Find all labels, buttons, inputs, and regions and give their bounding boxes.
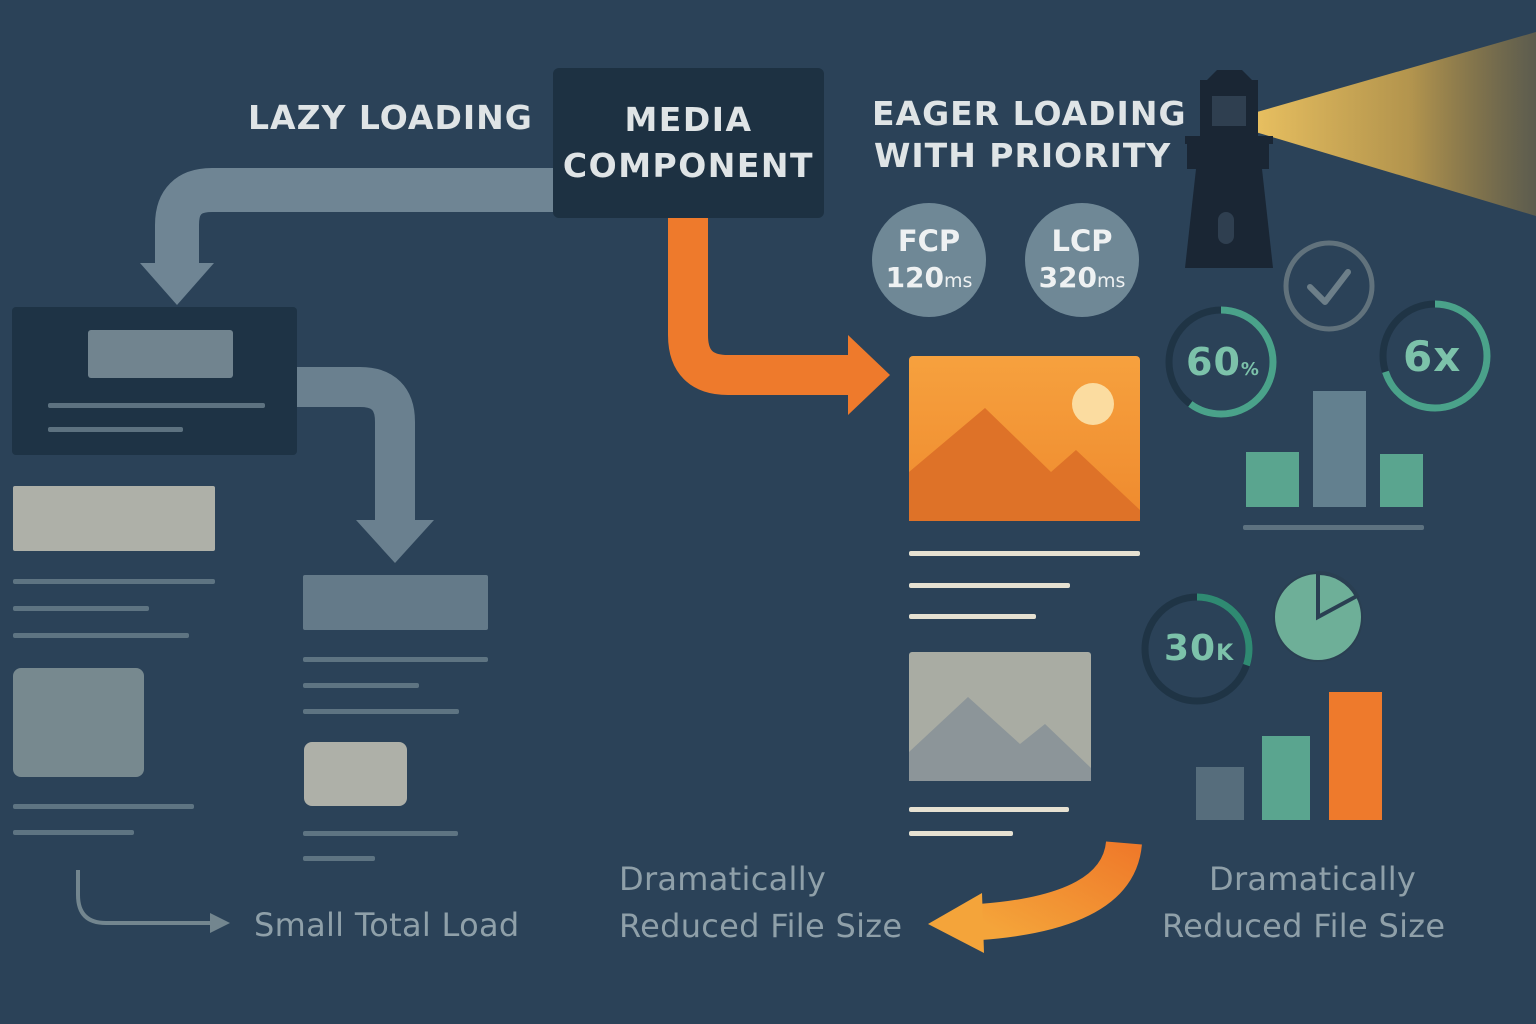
ring-60-gauge: [1165, 306, 1277, 418]
fcp-name: FCP: [897, 224, 961, 258]
ring-30k-value: 30: [1164, 628, 1217, 669]
lazy-loading-label: LAZY LOADING: [248, 98, 533, 137]
lcp-metric: LCP 320ms: [1032, 224, 1132, 301]
lazy-loading-arrow: [140, 168, 553, 305]
secondary-image-icon: [909, 652, 1091, 836]
ring-30k-unit: K: [1216, 641, 1235, 666]
reduced-size-arrow: [928, 840, 1142, 953]
bar: [1380, 454, 1423, 507]
small-total-load-caption: Small Total Load: [254, 906, 520, 944]
eager-loading-label-line2: WITH PRIORITY: [874, 136, 1172, 175]
media-component-line1: MEDIA: [624, 100, 753, 139]
reduced-left-caption-line2: Reduced File Size: [619, 907, 903, 945]
fcp-metric: FCP 120ms: [879, 224, 979, 301]
fcp-unit: ms: [944, 270, 973, 292]
light-beam: [1222, 32, 1536, 216]
ring-30k-gauge: [1141, 593, 1253, 705]
lower-bar-chart: [1196, 692, 1382, 820]
ring-6x-gauge: [1379, 300, 1491, 412]
bar: [1313, 391, 1366, 507]
media-component-box: MEDIA COMPONENT: [553, 68, 824, 218]
fcp-value: 120: [885, 261, 945, 294]
lazy-card-dark: [12, 307, 297, 455]
ring-60-label: 60%: [1186, 340, 1260, 384]
pie-chart-icon: [1273, 570, 1363, 662]
bar: [1196, 767, 1244, 820]
media-component-line2: COMPONENT: [562, 146, 815, 185]
bar: [1262, 736, 1310, 820]
ring-6x-label: 6x: [1403, 332, 1462, 381]
ring-60-unit: %: [1240, 359, 1260, 380]
lcp-name: LCP: [1051, 224, 1113, 258]
reduced-right-caption-line1: Dramatically: [1209, 860, 1417, 898]
ring-60-value: 60: [1186, 340, 1241, 384]
check-circle-icon: [1283, 240, 1375, 332]
lcp-unit: ms: [1097, 270, 1126, 292]
reduced-right-caption-line2: Reduced File Size: [1162, 907, 1446, 945]
reduced-left-caption-line1: Dramatically: [619, 860, 827, 898]
bar: [1329, 692, 1382, 820]
upper-bar-chart: [1243, 391, 1424, 530]
fcp-metric-circle: [872, 203, 986, 317]
ring-30k-label: 30K: [1164, 628, 1234, 669]
lazy-column-left: [13, 486, 215, 835]
lcp-value: 320: [1038, 261, 1098, 294]
bar: [1246, 452, 1299, 507]
eager-loading-arrow: [668, 218, 890, 415]
hero-image-icon: [909, 356, 1140, 619]
lcp-metric-circle: [1025, 203, 1139, 317]
eager-loading-label-line1: EAGER LOADING: [872, 94, 1187, 133]
lighthouse-icon: [1185, 70, 1273, 268]
small-total-load-arrow: [76, 870, 230, 933]
lazy-secondary-arrow: [297, 367, 434, 563]
lazy-column-right: [303, 575, 488, 861]
